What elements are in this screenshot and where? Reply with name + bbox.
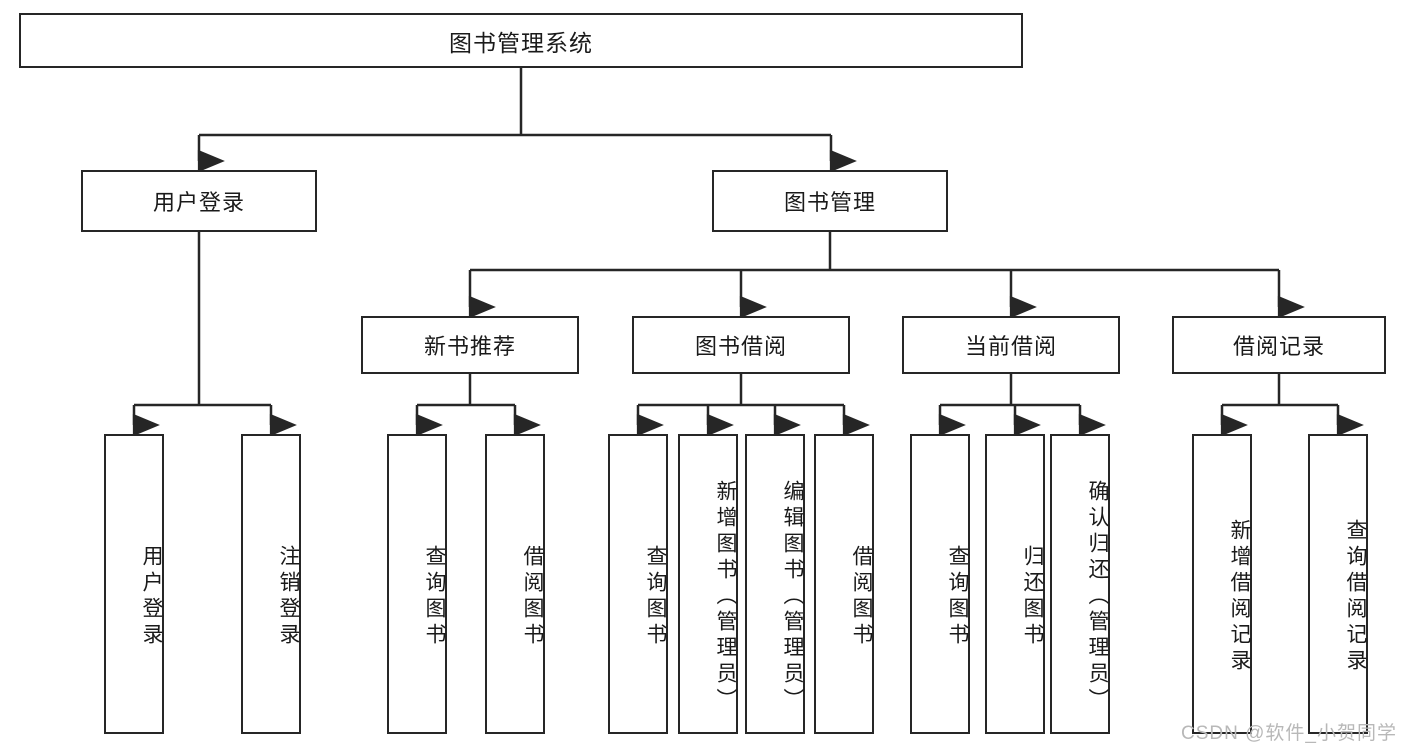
node-label: 借阅图书 (521, 545, 544, 649)
node-label: 新书推荐 (423, 334, 516, 359)
node-leaf-logout[interactable]: 注销登录 (241, 434, 301, 734)
node-leaf-add-record[interactable]: 新增借阅记录 (1192, 434, 1252, 734)
node-label: 用户登录 (152, 190, 245, 215)
node-label: 借阅图书 (850, 545, 873, 649)
node-label: 注销登录 (277, 545, 300, 649)
node-label: 查询图书 (423, 545, 446, 649)
node-new-book-recommend[interactable]: 新书推荐 (361, 316, 579, 374)
node-label: 图书管理系统 (449, 29, 593, 56)
node-label: 用户登录 (140, 545, 163, 649)
node-label: 归还图书 (1021, 545, 1044, 649)
node-label: 新增借阅记录 (1228, 519, 1251, 675)
node-leaf-borrow-book-recommend[interactable]: 借阅图书 (485, 434, 545, 734)
node-book-manage[interactable]: 图书管理 (712, 170, 948, 232)
node-root-system[interactable]: 图书管理系统 (19, 13, 1023, 68)
node-label: 查询借阅记录 (1344, 519, 1367, 675)
node-label: 查询图书 (946, 545, 969, 649)
node-leaf-add-book[interactable]: 新增图书（管理员） (678, 434, 738, 734)
node-leaf-edit-book[interactable]: 编辑图书（管理员） (745, 434, 805, 734)
node-label: 确认归还（管理员） (1086, 480, 1109, 714)
node-label: 新增图书（管理员） (714, 480, 737, 714)
node-label: 图书管理 (783, 190, 876, 215)
node-current-borrow[interactable]: 当前借阅 (902, 316, 1120, 374)
node-leaf-query-book-recommend[interactable]: 查询图书 (387, 434, 447, 734)
node-leaf-query-book-borrow[interactable]: 查询图书 (608, 434, 668, 734)
node-leaf-query-record[interactable]: 查询借阅记录 (1308, 434, 1368, 734)
node-leaf-confirm-return[interactable]: 确认归还（管理员） (1050, 434, 1110, 734)
node-leaf-return-book[interactable]: 归还图书 (985, 434, 1045, 734)
node-label: 图书借阅 (694, 334, 787, 359)
watermark-text: CSDN @软件_小贺同学 (1181, 723, 1397, 744)
node-leaf-borrow-book[interactable]: 借阅图书 (814, 434, 874, 734)
node-label: 查询图书 (644, 545, 667, 649)
node-user-login[interactable]: 用户登录 (81, 170, 317, 232)
node-label: 编辑图书（管理员） (781, 480, 804, 714)
node-leaf-query-book-current[interactable]: 查询图书 (910, 434, 970, 734)
node-book-borrow[interactable]: 图书借阅 (632, 316, 850, 374)
node-borrow-record[interactable]: 借阅记录 (1172, 316, 1386, 374)
node-leaf-user-login[interactable]: 用户登录 (104, 434, 164, 734)
node-label: 当前借阅 (964, 334, 1057, 359)
node-label: 借阅记录 (1232, 334, 1325, 359)
